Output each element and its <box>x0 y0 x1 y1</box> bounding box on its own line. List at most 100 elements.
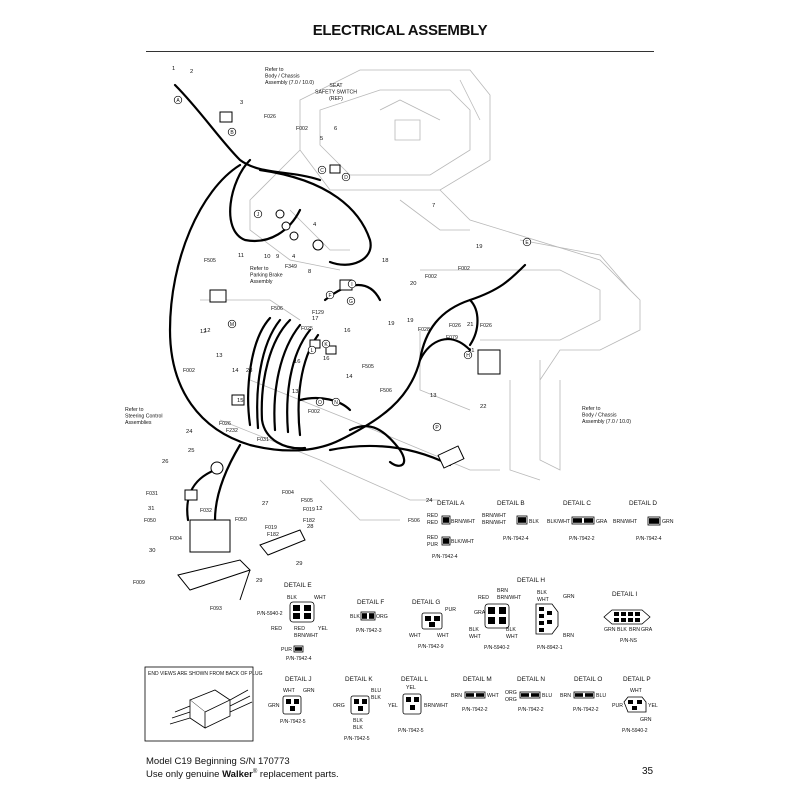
detail-bubble-letter: E <box>525 240 529 246</box>
wire-color: BLK <box>617 627 627 633</box>
battery <box>189 519 231 553</box>
wire-color: PUR <box>427 542 438 548</box>
fuse-f025: F025 <box>301 326 313 332</box>
fuse-f079: F079 <box>446 335 458 341</box>
callout-1: 1 <box>172 66 175 72</box>
wire-color: RED <box>478 595 489 601</box>
detail-title: DETAIL F <box>357 599 384 606</box>
part-number: P/N-7942-9 <box>418 644 444 650</box>
part-number: P/N-7942-5 <box>280 719 306 725</box>
wire-color: WHT <box>409 633 422 639</box>
wire-color: BLK <box>469 627 479 633</box>
page-number: 35 <box>642 766 654 777</box>
wire-color: PUR <box>612 703 623 709</box>
page-title: ELECTRICAL ASSEMBLY <box>312 22 488 39</box>
part-number: P/N-8942-1 <box>537 645 563 651</box>
detail-bubble-letter: K <box>324 342 328 348</box>
detail-bubble-n: N <box>331 397 341 407</box>
fuse-f002: F002 <box>458 266 470 272</box>
part-number: P/N-7942-4 <box>636 536 662 542</box>
detail-bubble-g: G <box>346 296 356 306</box>
wire-color: GRN <box>662 519 674 525</box>
fuse-f026: F026 <box>480 323 492 329</box>
wire-color: GRN <box>640 717 652 723</box>
wire-color: WHT <box>487 693 500 699</box>
wire-color: BLK <box>537 590 547 596</box>
detail-bubble-letter: A <box>176 98 180 104</box>
wire-color: GRN <box>563 594 575 600</box>
callout-9: 9 <box>276 254 279 260</box>
wire-color: ORG <box>505 697 517 703</box>
callout-25: 25 <box>188 448 194 454</box>
callout-21: 21 <box>467 322 473 328</box>
detail-bubble-j: J <box>253 209 263 219</box>
callout-28: 28 <box>307 524 313 530</box>
fuse-f002: F002 <box>296 126 308 132</box>
wire-color: YEL <box>406 685 416 691</box>
genuine-parts-line: Use only genuine Walker® replacement par… <box>146 767 339 780</box>
detail-title: DETAIL E <box>284 582 312 589</box>
callout-17: 17 <box>312 316 318 322</box>
callout-23: 23 <box>246 368 252 374</box>
callout-26: 26 <box>162 459 168 465</box>
wire-color: GRN <box>604 627 616 633</box>
wire-color: WHT <box>537 597 550 603</box>
model-line: Model C19 Beginning S/N 170773 <box>146 756 290 767</box>
callout-4: 4 <box>292 254 296 260</box>
ref-steering-control: Refer to <box>125 407 144 413</box>
detail-title: DETAIL A <box>437 500 465 507</box>
wire-color: ORG <box>505 690 517 696</box>
callout-31: 31 <box>148 506 154 512</box>
detail-title: DETAIL B <box>497 500 525 507</box>
detail-title: DETAIL M <box>463 676 492 683</box>
wire-color: BLK <box>371 695 381 701</box>
callout-24: 24 <box>426 498 433 504</box>
footer: Model C19 Beginning S/N 170773 Use only … <box>146 756 339 780</box>
fuse-f002: F002 <box>183 368 195 374</box>
detail-bubble-letter: M <box>230 322 234 328</box>
part-number: P/N-5940-2 <box>622 728 648 734</box>
part-number: P/N-NS <box>620 638 638 644</box>
fuse-f026: F026 <box>219 421 231 427</box>
wire-color: BRN/WHT <box>482 520 507 526</box>
fuse-f026: F026 <box>264 114 276 120</box>
callout-19: 19 <box>476 244 482 250</box>
fuse-f505: F505 <box>362 364 374 370</box>
wire-color: BLK <box>350 614 360 620</box>
fuse-f505: F505 <box>204 258 216 264</box>
detail-title: DETAIL H <box>517 577 545 584</box>
fuse-f093: F093 <box>210 606 222 612</box>
wire-color: ORG <box>333 703 345 709</box>
part-number: P/N-7942-4 <box>432 554 458 560</box>
part-number: P/N-7942-5 <box>398 728 424 734</box>
callout-8: 8 <box>308 269 311 275</box>
wire-color: WHT <box>506 634 519 640</box>
callout-3: 3 <box>240 100 243 106</box>
wire-color: BRN/WHT <box>497 595 522 601</box>
callout-13: 13 <box>430 393 436 399</box>
part-number: P/N-7942-4 <box>286 656 312 662</box>
wire-color: GRA <box>641 627 653 633</box>
part-number: P/N-7942-4 <box>503 536 529 542</box>
detail-bubble-e: E <box>522 237 532 247</box>
detail-title: DETAIL L <box>401 676 428 683</box>
callout-30: 30 <box>149 548 155 554</box>
wire-color: BLK <box>287 595 297 601</box>
wire-color: YEL <box>318 626 328 632</box>
part-number: P/N-7942-2 <box>569 536 595 542</box>
registered-mark: ® <box>252 769 258 775</box>
detail-h: DETAIL HREDBRNBRN/WHTGRABLKWHTBLKWHTP/N-… <box>469 577 575 651</box>
ref-seat-safety-switch: (REF) <box>329 96 343 102</box>
wire-color: BLU <box>371 688 381 694</box>
fuse-f506: F506 <box>271 306 283 312</box>
part-number: P/N-5940-2 <box>257 611 283 617</box>
ref-steering-control: Steering Control <box>125 414 163 420</box>
part-number: P/N-5940-2 <box>484 645 510 651</box>
wire-color: BRN/WHT <box>451 519 476 525</box>
detail-bubble-h: H <box>463 350 473 360</box>
